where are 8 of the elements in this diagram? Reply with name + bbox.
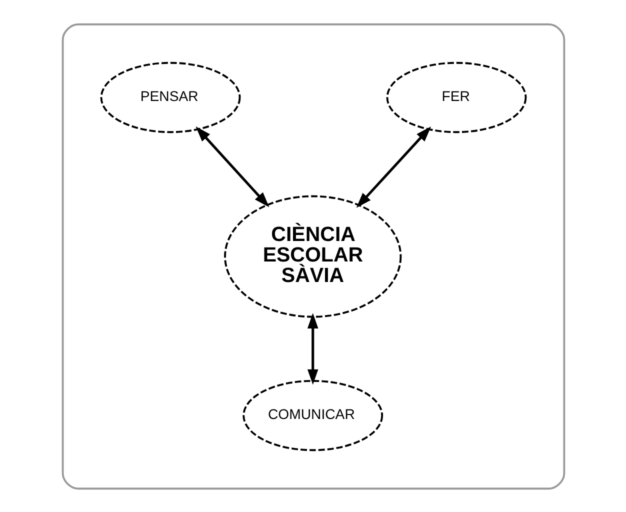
arrow [306,312,318,384]
node-ellipse: COMUNICAR [242,379,383,451]
node-ellipse: FER [386,61,526,133]
arrow [356,126,431,208]
cluster [61,22,565,490]
node-ellipse: CIÈNCIA ESCOLAR SÀVIA [224,194,402,318]
arrow [195,126,269,207]
node-ellipse: PENSAR [100,61,240,133]
